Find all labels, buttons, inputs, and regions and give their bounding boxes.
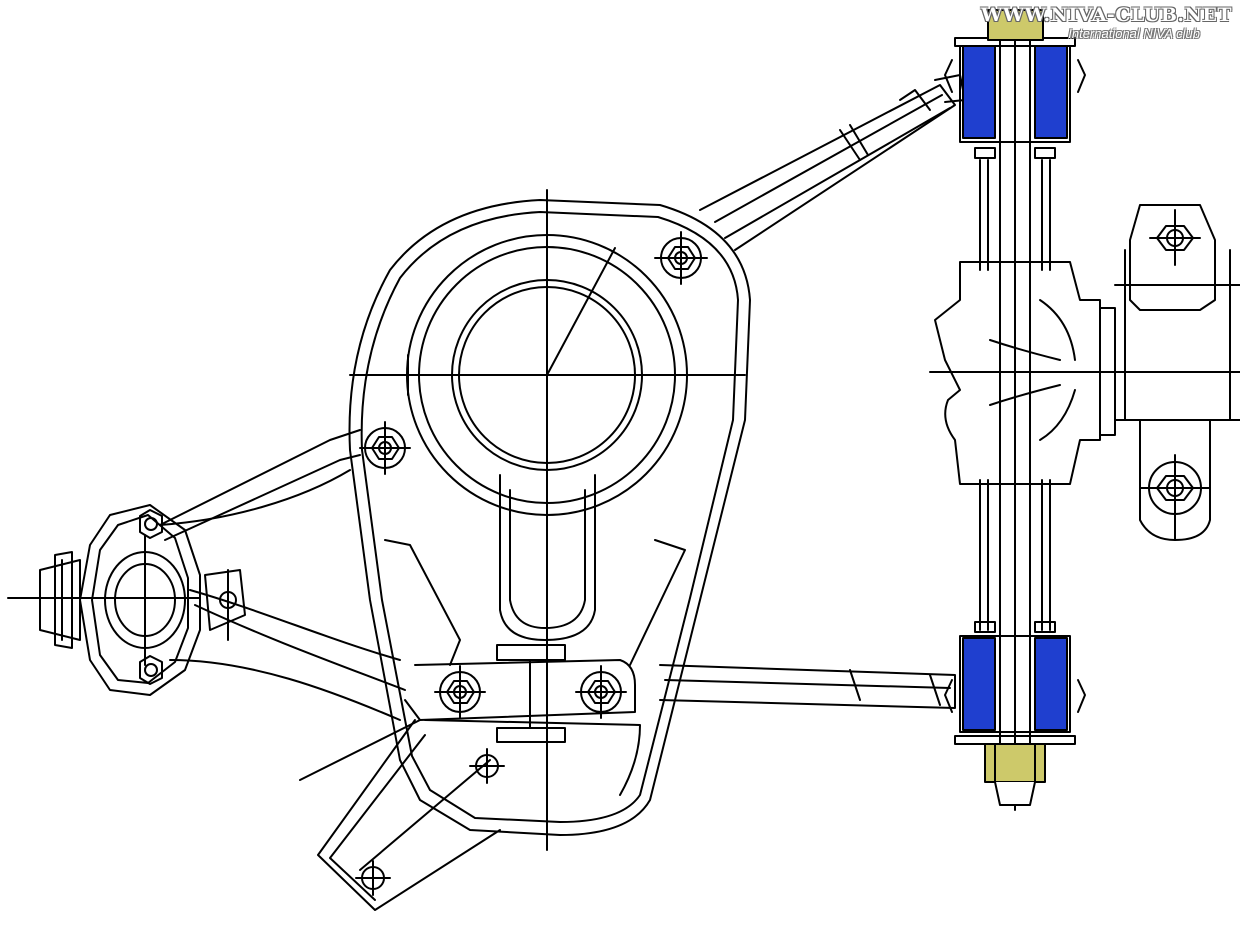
knuckle-bolt-bottom-right bbox=[575, 665, 627, 719]
knuckle-bolt-left bbox=[359, 421, 411, 475]
steering-knuckle bbox=[348, 189, 751, 851]
upper-control-arm bbox=[699, 74, 966, 251]
upper-bushing-right-rubber bbox=[1034, 45, 1068, 139]
ball-joint bbox=[7, 504, 246, 696]
upper-bushing-left-rubber bbox=[962, 45, 996, 139]
lower-control-arm bbox=[659, 664, 956, 709]
knuckle-bolt-bottom-left bbox=[434, 665, 486, 719]
right-bracket bbox=[1114, 204, 1240, 541]
steering-arm bbox=[299, 719, 501, 911]
ball-joint-nut-top bbox=[139, 509, 163, 539]
cross-member-block bbox=[929, 261, 1240, 485]
lower-bushing-right-rubber bbox=[1034, 637, 1068, 731]
ball-joint-nut-bottom bbox=[139, 655, 163, 685]
steering-arm-hole-top bbox=[469, 748, 505, 784]
knuckle-bolt-top-right bbox=[654, 231, 708, 285]
left-arm bbox=[159, 429, 406, 721]
lower-bushing-left-rubber bbox=[962, 637, 996, 731]
upper-nut bbox=[987, 9, 1044, 41]
lower-nut bbox=[984, 743, 1046, 806]
steering-arm-hole-bottom bbox=[355, 860, 391, 896]
